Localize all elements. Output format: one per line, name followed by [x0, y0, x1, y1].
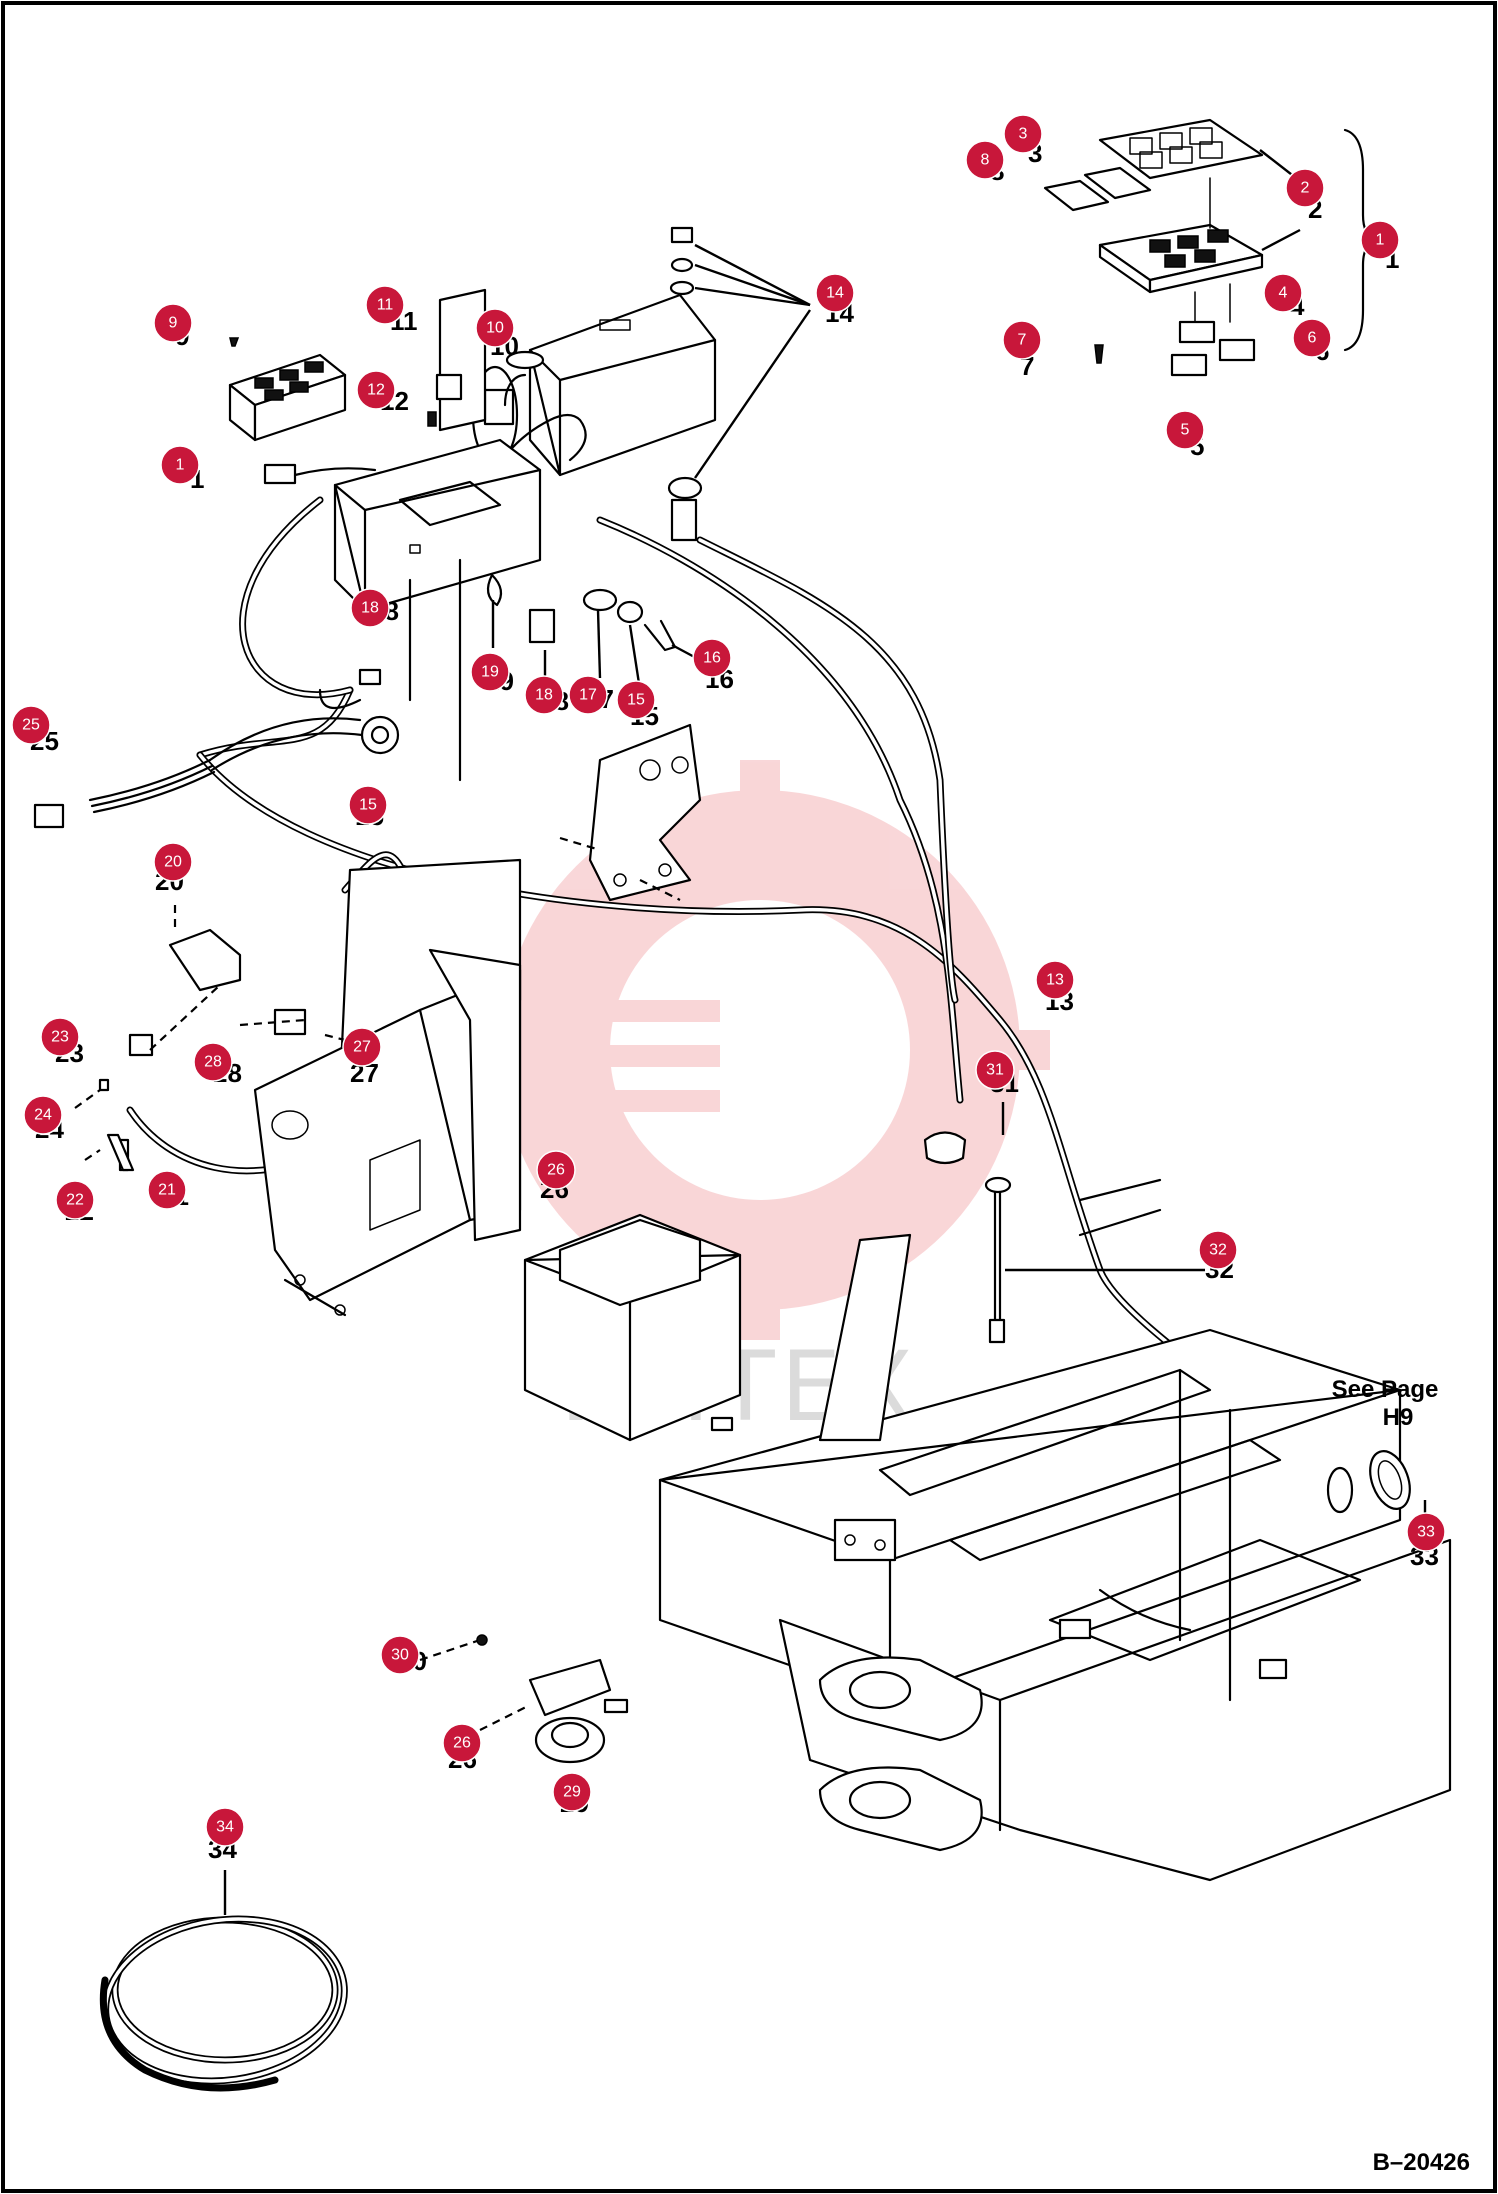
svg-text:12: 12 [367, 382, 385, 399]
callout-1: 1 [1360, 220, 1400, 260]
callout-12: 12 [356, 370, 396, 410]
svg-text:4: 4 [1279, 285, 1288, 302]
callout-34: 34 [205, 1807, 245, 1847]
battery-box [523, 1213, 742, 1442]
callout-17: 17 [568, 675, 608, 715]
svg-text:2: 2 [1301, 180, 1310, 197]
svg-text:27: 27 [353, 1039, 371, 1056]
callout-14: 14 [815, 273, 855, 313]
callout-9: 9 [153, 303, 193, 343]
callout-13: 13 [1035, 960, 1075, 1000]
svg-text:1: 1 [176, 457, 185, 474]
svg-text:33: 33 [1417, 1524, 1435, 1541]
svg-text:10: 10 [486, 320, 504, 337]
callout-10: 10 [475, 308, 515, 348]
cab-frame-panel [253, 858, 522, 1317]
svg-text:32: 32 [1209, 1242, 1227, 1259]
callout-25: 25 [11, 705, 51, 745]
callout-4: 4 [1263, 273, 1303, 313]
leader-30 [419, 1638, 481, 1662]
callout-26: 26 [442, 1723, 482, 1763]
svg-text:20: 20 [164, 854, 182, 871]
callout-balloons: 1 1 2 3 4 5 6 7 8 9 10 11 12 13 14 15 15… [11, 114, 1446, 1847]
callout-30: 30 [380, 1635, 420, 1675]
svg-text:15: 15 [627, 692, 645, 709]
callout-15: 15 [348, 785, 388, 825]
svg-text:3: 3 [1019, 126, 1028, 143]
console-hardware [486, 573, 701, 691]
callout-3: 3 [1003, 114, 1043, 154]
callout-22: 22 [55, 1180, 95, 1220]
harness-connector [33, 668, 400, 829]
figure-code: B–20426 [1373, 2149, 1470, 2176]
svg-text:16: 16 [703, 650, 721, 667]
svg-text:21: 21 [158, 1182, 176, 1199]
bolt-30 [476, 1634, 488, 1646]
see-page-note-line2: H9 [1383, 1404, 1414, 1431]
callout-27: 27 [342, 1027, 382, 1067]
coiled-hose [99, 1870, 348, 2092]
callout-19: 19 [470, 652, 510, 692]
callout-31: 31 [975, 1050, 1015, 1090]
svg-text:31: 31 [986, 1062, 1004, 1079]
svg-text:13: 13 [1046, 972, 1064, 989]
svg-text:26: 26 [453, 1735, 471, 1752]
callout-32: 32 [1198, 1230, 1238, 1270]
svg-text:26: 26 [547, 1162, 565, 1179]
callout-29: 29 [552, 1772, 592, 1812]
svg-text:29: 29 [563, 1784, 581, 1801]
svg-text:5: 5 [1181, 422, 1190, 439]
svg-text:1: 1 [1376, 232, 1385, 249]
callout-20: 20 [153, 842, 193, 882]
see-page-note-line1: See Page [1332, 1376, 1439, 1403]
callout-26: 26 [536, 1150, 576, 1190]
callout-18: 18 [524, 675, 564, 715]
callout-23: 23 [40, 1017, 80, 1057]
grommet-ring [1326, 1450, 1427, 1520]
callout-24: 24 [23, 1095, 63, 1135]
svg-text:7: 7 [1018, 332, 1027, 349]
svg-text:9: 9 [169, 315, 178, 332]
svg-text:8: 8 [981, 152, 990, 169]
callout-16: 16 [692, 638, 732, 678]
callout-33: 33 [1406, 1512, 1446, 1552]
callout-18: 18 [350, 588, 390, 628]
callout-28: 28 [193, 1042, 233, 1082]
callout-15: 15 [616, 680, 656, 720]
svg-text:17: 17 [579, 687, 597, 704]
callout-7: 7 [1002, 320, 1042, 360]
mounting-bracket [559, 723, 702, 902]
svg-text:28: 28 [204, 1054, 222, 1071]
svg-text:30: 30 [391, 1647, 409, 1664]
svg-text:23: 23 [51, 1029, 69, 1046]
svg-text:11: 11 [377, 297, 394, 314]
svg-text:14: 14 [826, 285, 844, 302]
grommet-and-nuts [667, 226, 811, 542]
svg-text:15: 15 [359, 797, 377, 814]
svg-text:24: 24 [34, 1107, 52, 1124]
callout-2: 2 [1285, 168, 1325, 208]
svg-text:19: 19 [481, 664, 499, 681]
callout-21: 21 [147, 1170, 187, 1210]
switch-panel-assembly [1043, 118, 1377, 377]
svg-text:18: 18 [361, 600, 379, 617]
svg-text:6: 6 [1308, 330, 1317, 347]
sensor-bracket [74, 905, 346, 1172]
svg-text:34: 34 [216, 1819, 234, 1836]
horn-assembly [479, 1658, 629, 1790]
callout-1: 1 [160, 445, 200, 485]
callout-11: 11 [365, 285, 405, 325]
left-switch-panel [228, 337, 463, 485]
svg-text:18: 18 [535, 687, 553, 704]
callout-8: 8 [965, 140, 1005, 180]
fuel-sender [923, 1102, 1205, 1344]
svg-text:25: 25 [22, 717, 40, 734]
machine-base [658, 1178, 1452, 1882]
left-console-assembly [333, 288, 717, 782]
svg-text:22: 22 [66, 1192, 84, 1209]
callout-6: 6 [1292, 318, 1332, 358]
callout-5: 5 [1165, 410, 1205, 450]
